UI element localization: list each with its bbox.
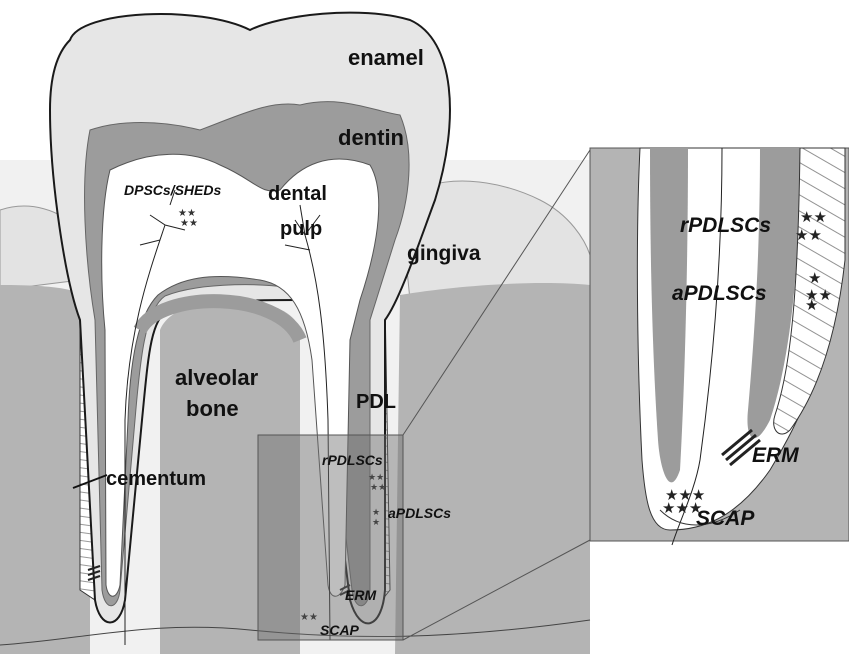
- label-gingiva: gingiva: [407, 242, 481, 265]
- svg-text:★: ★: [808, 269, 821, 287]
- label-scap: SCAP: [320, 622, 360, 638]
- label-bone: bone: [186, 396, 239, 421]
- label-cementum: cementum: [106, 468, 206, 490]
- label-dentin: dentin: [338, 125, 404, 150]
- dpscs-stars: ★★ ★★: [178, 208, 198, 229]
- inset-label-rpdlscs: rPDLSCs: [680, 214, 771, 237]
- inset-label-apdlscs: aPDLSCs: [672, 282, 767, 305]
- label-erm: ERM: [345, 587, 376, 603]
- label-dental: dental: [268, 183, 327, 205]
- svg-text:★★: ★★: [180, 218, 198, 229]
- label-enamel: enamel: [348, 45, 424, 70]
- svg-text:★★: ★★: [800, 208, 827, 226]
- label-pdl: PDL: [356, 391, 396, 413]
- label-rpdlscs: rPDLSCs: [322, 452, 383, 468]
- inset-panel: ★★ ★★ ★ ★★ ★ ★★★ ★★★: [590, 148, 849, 545]
- label-alveolar: alveolar: [175, 365, 259, 390]
- label-dpscs: DPSCs/SHEDs: [124, 182, 221, 198]
- inset-label-erm: ERM: [752, 444, 799, 467]
- svg-text:★: ★: [805, 296, 818, 314]
- svg-text:★★: ★★: [795, 226, 822, 244]
- inset-label-scap: SCAP: [696, 507, 755, 530]
- label-apdlscs: aPDLSCs: [388, 505, 451, 521]
- label-pulp: pulp: [280, 218, 322, 240]
